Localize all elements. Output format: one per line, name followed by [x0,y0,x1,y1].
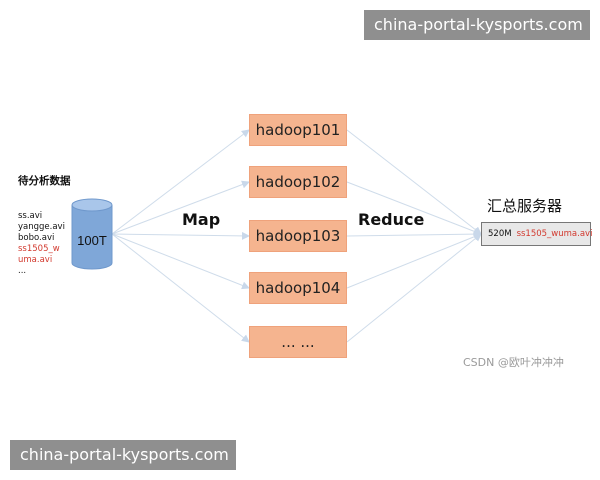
reduce-arrow-2 [346,181,482,236]
credit-text: CSDN @欧叶冲冲冲 [463,356,564,369]
destination-file: ss1505_wuma.avi [516,229,593,239]
file-item: bobo.avi [18,233,55,243]
watermark-top: china-portal-kysports.com [364,10,590,40]
node-hadoop104: hadoop104 [249,272,347,304]
destination-box: 520M ss1505_wuma.avi [481,222,593,246]
file-item: ... [18,266,27,276]
reduce-arrow-3 [346,230,482,239]
file-item-highlighted: uma.avi [18,255,53,265]
map-arrow-3 [111,231,250,240]
file-item: ss.avi [18,211,43,221]
file-item-highlighted: ss1505_w [18,244,60,254]
map-arrow-2 [111,180,250,235]
watermark-bottom: china-portal-kysports.com [10,440,236,470]
destination-title: 汇总服务器 [487,197,563,215]
reduce-arrow-5 [346,233,482,343]
map-arrow-1 [111,129,250,235]
destination-size: 520M [488,229,512,239]
source-title: 待分析数据 [18,175,71,187]
reduce-arrow-4 [346,232,482,289]
node-more: ... ... [249,326,347,358]
reduce-arrow-1 [346,129,482,235]
map-arrow-5 [111,233,250,343]
node-hadoop101: hadoop101 [249,114,347,146]
storage-label: 100T [77,233,107,248]
node-hadoop102: hadoop102 [249,166,347,198]
map-arrow-4 [111,233,250,290]
storage-cylinder: 100T [71,198,113,270]
map-label: Map [182,210,221,229]
file-item: yangge.avi [18,222,65,232]
reduce-label: Reduce [358,210,425,229]
node-hadoop103: hadoop103 [249,220,347,252]
